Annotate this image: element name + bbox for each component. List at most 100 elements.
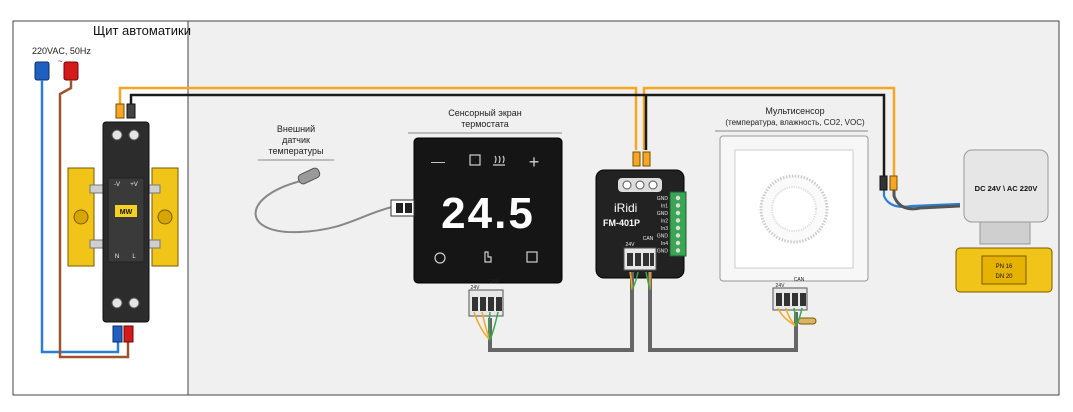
io-screw-icon <box>675 203 681 208</box>
wire-line-brown <box>58 80 130 359</box>
module-io-label: In4 <box>661 241 668 247</box>
valve-label: PN 16 <box>996 264 1013 270</box>
connector-label: 24V <box>471 285 481 291</box>
io-screw-icon <box>675 233 681 238</box>
terminal-icon <box>488 297 494 311</box>
terminal-icon <box>496 297 502 311</box>
module-io-block <box>669 191 687 257</box>
power-label: 220VAC, 50Hz <box>32 46 91 56</box>
temperature-display: 24.5 <box>441 189 535 238</box>
ferrule-icon <box>642 151 651 167</box>
io-screw-icon <box>675 218 681 223</box>
actuator-cable <box>882 190 961 208</box>
multisensor-label: Мультисенсор <box>765 106 824 116</box>
actuator-label: DC 24V \ AC 220V <box>975 184 1038 193</box>
touch-screen-label: термостата <box>461 119 509 129</box>
can-pair-wires <box>488 271 803 341</box>
psu-screw-icon <box>128 297 140 309</box>
actuator-cable <box>892 190 961 211</box>
wire-24v-orange <box>118 86 896 178</box>
module-screw-icon <box>622 180 632 190</box>
psu-input-plug-icon <box>112 325 123 343</box>
neutral-plug-icon <box>34 61 50 81</box>
module-io-label: GND <box>657 211 669 217</box>
valve-label: DN 20 <box>995 274 1013 280</box>
power-icon <box>434 252 446 264</box>
module-io-label: In1 <box>661 204 668 210</box>
plus-button: + <box>529 152 540 172</box>
psu-logo <box>115 205 137 217</box>
connector-label: CAN <box>489 279 500 285</box>
psu-terminal-label: +V <box>130 182 138 188</box>
module-io-label: GND <box>657 249 669 255</box>
temperature-probe-icon <box>297 167 321 185</box>
sensor-terminal-icon <box>405 203 412 213</box>
touch-screen-label: Сенсорный экран <box>448 108 522 118</box>
module-io-label: GND <box>657 234 669 240</box>
ferrule-icon <box>632 151 641 167</box>
calendar-icon <box>526 251 538 263</box>
outdoor-sensor-label: температуры <box>268 146 323 156</box>
io-screw-icon <box>675 210 681 216</box>
io-screw-icon <box>675 225 681 231</box>
sensor-cable <box>254 179 393 234</box>
module-io-label: GND <box>657 196 669 202</box>
hand-icon <box>484 251 492 263</box>
tilde-label: ~ <box>58 57 63 66</box>
connector-label: 24V <box>626 242 636 248</box>
module-io-label: In2 <box>661 219 668 225</box>
psu-input-plug-icon <box>123 325 134 343</box>
module-screw-icon <box>635 180 645 190</box>
psu-logo-label: MW <box>120 209 133 216</box>
io-screw-icon <box>675 240 681 246</box>
termination-resistor-icon <box>797 317 817 325</box>
connector-label: 24V <box>776 283 786 289</box>
ferrule-icon <box>126 103 136 119</box>
multisensor-dial-inner <box>771 186 817 232</box>
connector-label: CAN <box>794 277 805 283</box>
terminal-icon <box>472 297 478 311</box>
outdoor-sensor-label: датчик <box>282 135 310 145</box>
psu-terminal-label: N <box>115 254 119 260</box>
wire-neutral-blue <box>40 80 120 354</box>
psu-face <box>107 177 145 263</box>
minus-button: — <box>431 153 445 169</box>
terminal-icon <box>784 293 790 306</box>
radiator-icon <box>469 154 481 166</box>
terminal-icon <box>800 293 806 306</box>
psu-screw-icon <box>128 129 140 141</box>
terminal-icon <box>650 253 654 266</box>
module-io-label: In3 <box>661 226 668 232</box>
din-screw-icon <box>73 209 89 225</box>
ferrule-icon <box>879 175 888 191</box>
terminal-icon <box>627 253 633 266</box>
line-plug-icon <box>63 61 79 81</box>
terminal-icon <box>643 253 649 266</box>
io-screw-icon <box>675 195 681 201</box>
can-pair-wires <box>473 271 797 341</box>
panel-title: Щит автоматики <box>93 23 191 38</box>
terminal-icon <box>480 297 486 311</box>
psu-screw-icon <box>111 129 123 141</box>
actuator-neck <box>979 221 1031 245</box>
outdoor-sensor-label: Внешний <box>277 124 315 134</box>
psu-screw-icon <box>111 297 123 309</box>
io-screw-icon <box>675 248 681 253</box>
module-screw-icon <box>648 180 658 190</box>
terminal-icon <box>776 293 782 306</box>
floor-heating-icon <box>493 155 505 166</box>
multisensor-label: (температура, влажность, CO2, VOC) <box>725 118 865 127</box>
connector-label: CAN <box>643 236 654 242</box>
terminal-icon <box>792 293 798 306</box>
can-bus-cable <box>488 272 798 352</box>
psu-terminal-label: -V <box>114 182 120 188</box>
module-model: FM-401P <box>603 218 640 228</box>
psu-terminal-label: L <box>132 254 136 260</box>
ferrule-icon <box>115 103 125 119</box>
terminal-icon <box>635 253 641 266</box>
valve-center <box>981 255 1027 285</box>
module-brand: iRidi <box>614 201 637 215</box>
din-screw-icon <box>157 209 173 225</box>
